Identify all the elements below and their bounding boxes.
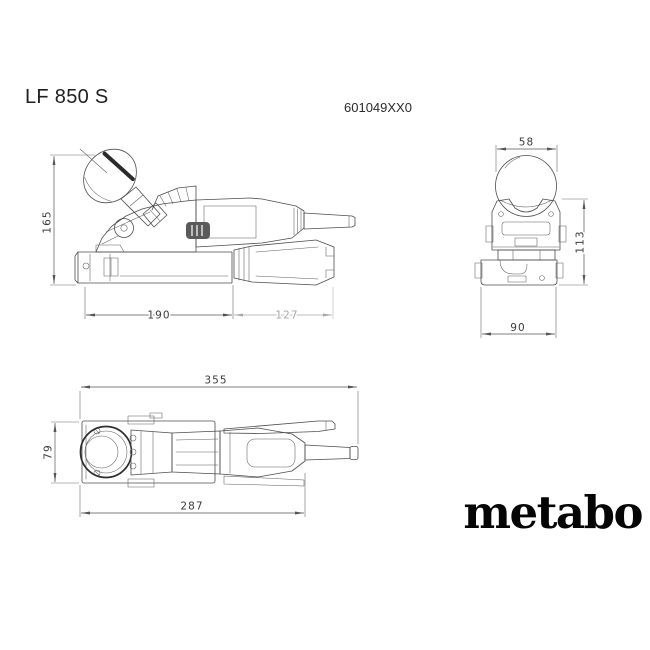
power-cable <box>303 212 356 230</box>
motor-body <box>186 197 305 248</box>
dim-label-79: 79 <box>43 444 55 460</box>
top-gear-neck <box>129 429 173 476</box>
dim-label-127: 127 <box>275 310 298 322</box>
dim-label-165: 165 <box>42 210 54 233</box>
front-view-drawing: 58 113 90 <box>474 135 588 338</box>
top-knob-disc <box>79 425 133 479</box>
dim-top-plate-width: 79 <box>41 421 79 484</box>
side-view-drawing: 165 190 127 <box>40 148 356 323</box>
dust-extraction-tube <box>233 239 335 286</box>
gear-head <box>95 185 197 253</box>
front-head-housing <box>485 198 567 251</box>
top-motor-body <box>171 430 221 475</box>
dim-front-knob-width: 58 <box>495 135 558 172</box>
base-shoe <box>74 244 233 284</box>
dim-side-height: 165 <box>40 154 95 286</box>
power-switch <box>186 222 210 239</box>
top-view-drawing: 355 79 287 <box>41 373 359 517</box>
knob-neck <box>120 186 168 228</box>
dim-top-body-length: 287 <box>79 473 306 517</box>
top-rear-handle <box>219 427 306 478</box>
dim-label-190: 190 <box>147 310 170 322</box>
top-base-plate <box>81 412 216 488</box>
dim-label-58: 58 <box>519 137 535 149</box>
dim-front-height: 113 <box>559 198 588 286</box>
dim-label-287: 287 <box>180 501 203 513</box>
article-number: 601049XX0 <box>344 100 412 115</box>
ball-knob <box>83 148 137 204</box>
dim-label-355: 355 <box>204 375 227 387</box>
front-ball-knob <box>495 155 557 217</box>
front-base-shoe <box>474 259 564 286</box>
front-mid-section <box>497 249 556 261</box>
dim-front-base-width: 90 <box>480 287 557 338</box>
top-cable <box>304 444 359 461</box>
top-dust-tube <box>223 420 336 487</box>
product-model: LF 850 S <box>25 86 109 108</box>
dim-side-base-length: 190 127 <box>84 285 334 323</box>
knob-stem-line <box>79 148 108 174</box>
dim-top-total-length: 355 <box>79 373 359 444</box>
metabo-logo: metabo <box>463 486 643 539</box>
dim-label-113: 113 <box>575 230 587 253</box>
dim-label-90: 90 <box>510 322 526 334</box>
